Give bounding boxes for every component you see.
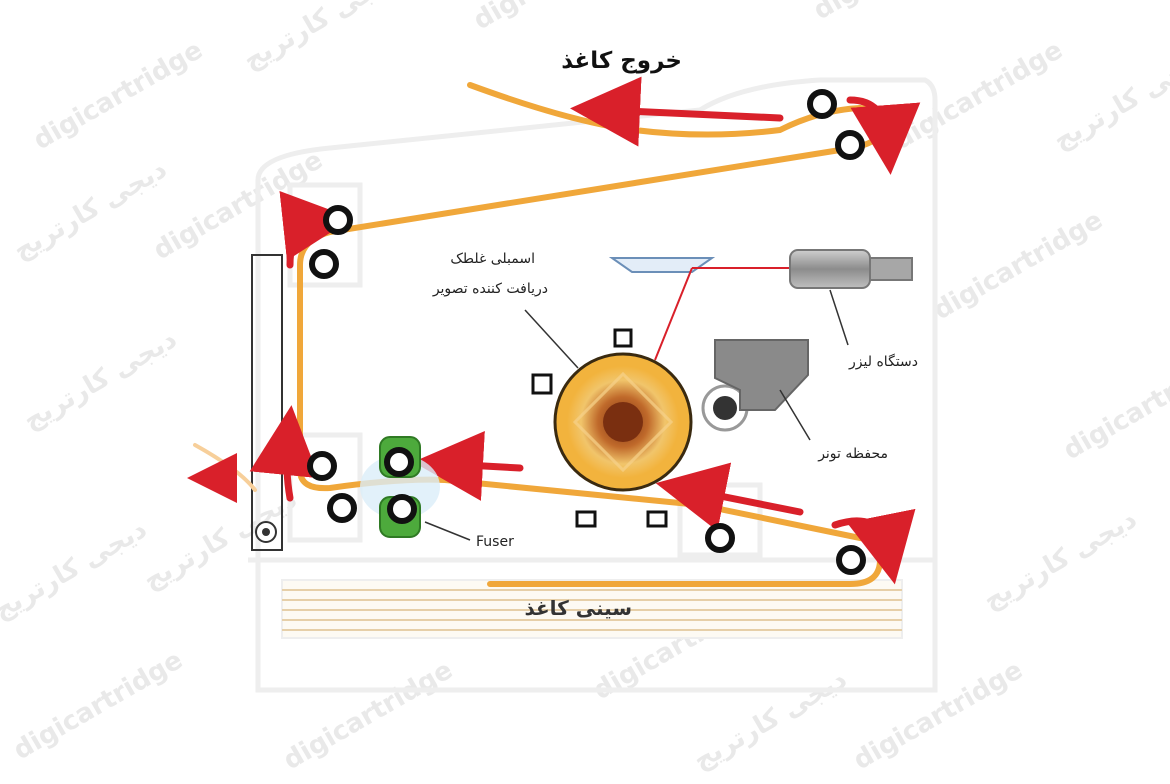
watermark-latin: digicartridge — [29, 35, 208, 156]
output-label: خروج کاغذ — [561, 48, 682, 74]
laser-label: دستگاه لیزر — [848, 353, 918, 370]
watermark-latin: digicartridge — [889, 35, 1068, 156]
watermark-persian: دیجی کارتریج — [689, 664, 853, 776]
roller — [330, 496, 354, 520]
watermark-persian: دیجی کارتریج — [0, 514, 152, 626]
watermark-persian: دیجی کارتریج — [139, 484, 303, 596]
watermark-latin: digicartridge — [1059, 345, 1170, 466]
roller — [310, 454, 334, 478]
watermark-latin: digicartridge — [809, 0, 988, 26]
fuser-label: Fuser — [476, 534, 514, 550]
watermark-persian: دیجی کارتریج — [9, 154, 173, 266]
tray-label: سینی کاغذ — [524, 596, 632, 620]
roller — [326, 208, 350, 232]
watermark-latin: digicartridge — [469, 0, 648, 36]
toner-label: محفظه تونر — [817, 446, 888, 462]
drum-label-line2: دریافت کننده تصویر — [432, 281, 548, 297]
roller — [312, 252, 336, 276]
fuser: Fuser — [360, 437, 514, 550]
watermark-latin: digicartridge — [929, 205, 1108, 326]
roller — [839, 548, 863, 572]
watermark-persian: دیجی کارتریج — [979, 504, 1143, 616]
drum-label-line1: اسمبلی غلطک — [450, 251, 535, 267]
watermark-latin: digicartridge — [279, 655, 458, 776]
watermark-latin: digicartridge — [849, 655, 1028, 776]
watermark-latin: digicartridge — [149, 145, 328, 266]
watermark-latin: digicartridge — [9, 645, 188, 766]
watermark-persian: دیجی کارتریج — [19, 324, 183, 436]
roller — [838, 133, 862, 157]
watermark-persian: دیجی کارتریج — [239, 0, 403, 76]
roller — [708, 526, 732, 550]
roller — [810, 92, 834, 116]
